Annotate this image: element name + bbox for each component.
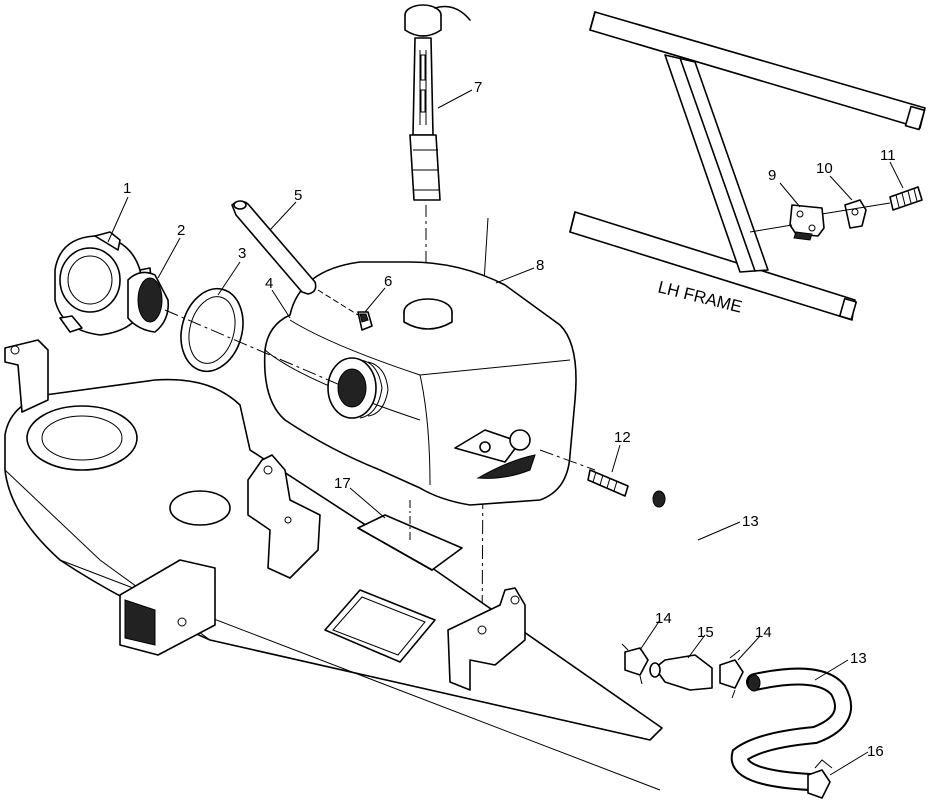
clamp-part-14-left	[621, 643, 649, 685]
tank-mount-bracket-left	[247, 454, 321, 579]
callout-1: 1	[123, 180, 131, 197]
tank-mount-bracket-right	[447, 587, 526, 691]
callout-4: 4	[265, 275, 273, 292]
drain-screw-part-12	[587, 469, 629, 497]
fuel-tank-part-4	[263, 261, 596, 506]
callout-12: 12	[614, 429, 631, 446]
frame-label: LH FRAME	[656, 277, 744, 316]
decal-part-17	[357, 514, 463, 571]
clip-part-10	[844, 199, 867, 229]
vent-fitting-part-6	[357, 311, 373, 331]
callout-14-left: 14	[655, 610, 672, 627]
vent-leader	[317, 289, 359, 316]
callout-17: 17	[334, 475, 351, 492]
frame-leader	[749, 224, 793, 233]
clamp-part-16	[807, 759, 833, 799]
callout-14-right: 14	[755, 624, 772, 641]
callout-13-upper: 13	[742, 513, 759, 530]
fuel-gauge-part-7	[404, 4, 471, 201]
callout-8: 8	[536, 257, 544, 274]
callout-5: 5	[294, 187, 302, 204]
callout-3: 3	[238, 245, 246, 262]
cap-dash-line	[164, 309, 341, 386]
callout-11: 11	[880, 147, 896, 164]
callout-10: 10	[816, 160, 833, 177]
lh-frame: LH FRAME	[569, 11, 926, 321]
vent-hose-part-5	[231, 200, 317, 295]
callouts: 1 2 3 4 5 6 7 8 9 10 11 12 13 13 14 14 1…	[123, 79, 896, 760]
callout-16: 16	[867, 743, 884, 760]
bolt-part-11	[889, 186, 923, 211]
fuel-filter-part-15	[649, 654, 713, 691]
bolt-leader	[821, 202, 891, 215]
callout-2: 2	[177, 222, 185, 239]
callout-7: 7	[474, 79, 482, 96]
callout-6: 6	[384, 273, 392, 290]
clamp-part-14-right	[719, 649, 744, 699]
frame-bracket-part-9	[789, 204, 825, 241]
cap-gasket-part-2	[127, 271, 170, 333]
fuel-cap-part-1	[54, 231, 153, 336]
leader-lines	[107, 89, 904, 776]
fuel-line-part-13-lower	[730, 667, 852, 791]
callout-15: 15	[697, 624, 714, 641]
callout-13-lower: 13	[850, 650, 867, 667]
callout-9: 9	[768, 167, 776, 184]
fuel-line-part-13-upper	[564, 490, 705, 669]
